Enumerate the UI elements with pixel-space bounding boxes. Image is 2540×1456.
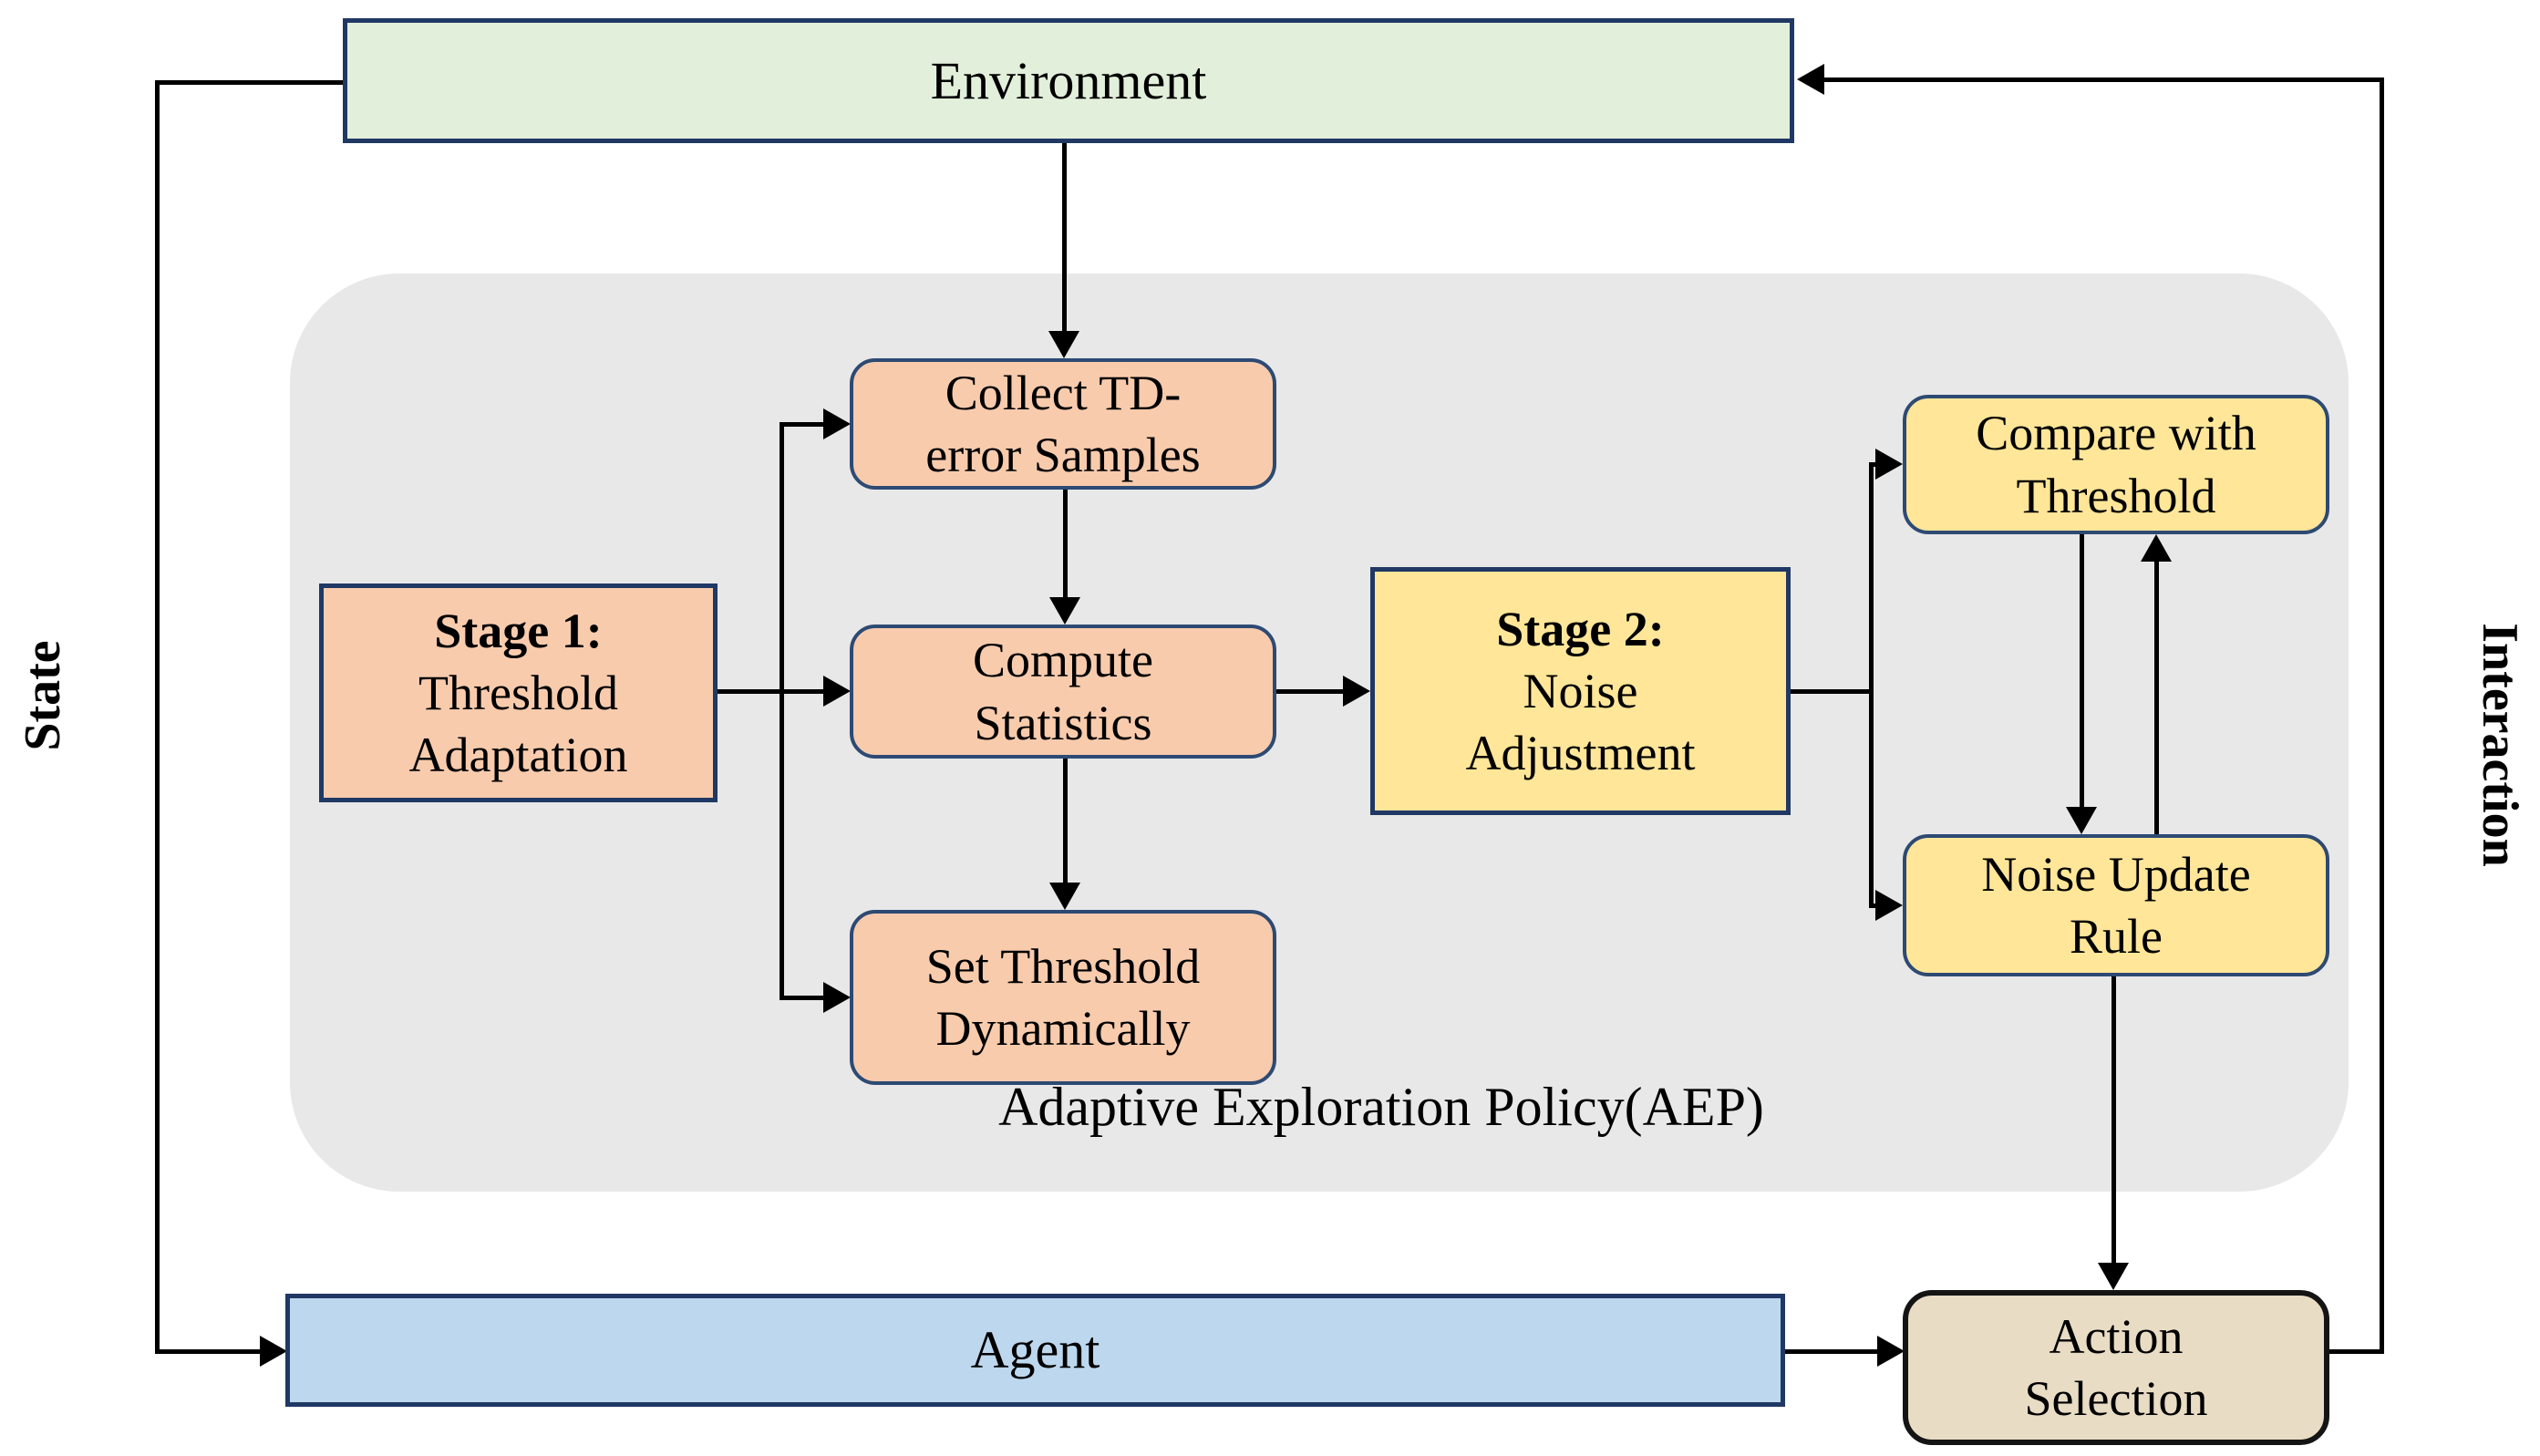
state-label-text: State bbox=[15, 640, 71, 751]
set-threshold-label: Set Threshold Dynamically bbox=[925, 938, 1201, 1056]
arrowhead-into-compute bbox=[823, 676, 851, 707]
edge-branch1-vertical bbox=[780, 422, 784, 1000]
stage2-subtitle: Noise Adjustment bbox=[1465, 663, 1696, 781]
edge-agent-to-action bbox=[1785, 1349, 1880, 1354]
arrowhead-compare-bottom bbox=[2141, 534, 2172, 562]
compute-label: Compute Statistics bbox=[973, 633, 1153, 750]
edge-noise-update-to-action bbox=[2112, 976, 2116, 1265]
edge-branch2-vertical bbox=[1869, 462, 1874, 908]
edge-interaction-vertical bbox=[2380, 77, 2384, 1354]
edge-branch1-top bbox=[780, 422, 825, 427]
interaction-edge-label: Interaction bbox=[2463, 563, 2536, 927]
edge-compute-to-set bbox=[1063, 759, 1068, 886]
arrowhead-collect-top bbox=[1048, 331, 1079, 358]
edge-branch2-top bbox=[1869, 462, 1880, 467]
arrowhead-into-collect bbox=[823, 408, 851, 439]
arrowhead-into-set-threshold bbox=[823, 982, 851, 1013]
agent-label: Agent bbox=[970, 1320, 1100, 1380]
arrowhead-into-stage2 bbox=[1343, 676, 1370, 707]
node-stage2: Stage 2: Noise Adjustment bbox=[1370, 567, 1791, 815]
node-set-threshold: Set Threshold Dynamically bbox=[850, 910, 1276, 1085]
arrowhead-action-top bbox=[2098, 1263, 2129, 1290]
node-noise-update-rule: Noise Update Rule bbox=[1903, 834, 2329, 976]
edge-state-top bbox=[155, 80, 346, 85]
edge-state-bottom bbox=[155, 1349, 264, 1354]
action-selection-label: Action Selection bbox=[2024, 1308, 2208, 1426]
arrowhead-compute-top bbox=[1049, 597, 1080, 625]
collect-label: Collect TD- error Samples bbox=[925, 365, 1201, 482]
node-stage1: Stage 1: Threshold Adaptation bbox=[319, 583, 718, 802]
edge-compute-to-stage2 bbox=[1276, 689, 1346, 694]
stage1-subtitle: Threshold Adaptation bbox=[408, 665, 628, 783]
edge-branch1-bottom bbox=[780, 996, 825, 1000]
arrowhead-into-noise-update bbox=[1875, 890, 1903, 921]
node-agent: Agent bbox=[285, 1294, 1785, 1407]
edge-noise-update-up bbox=[2154, 558, 2159, 834]
arrowhead-into-compare bbox=[1875, 449, 1903, 480]
arrowhead-into-agent bbox=[260, 1336, 287, 1367]
noise-update-label: Noise Update Rule bbox=[1981, 846, 2251, 964]
node-action-selection: Action Selection bbox=[1903, 1290, 2329, 1445]
node-compute-statistics: Compute Statistics bbox=[850, 625, 1276, 759]
edge-compare-down bbox=[2080, 534, 2084, 808]
edge-stage1-out bbox=[718, 689, 825, 694]
arrowhead-into-environment bbox=[1797, 64, 1824, 95]
node-collect-td-error: Collect TD- error Samples bbox=[850, 358, 1276, 490]
stage1-title: Stage 1: bbox=[434, 603, 603, 658]
edge-interaction-top bbox=[1822, 77, 2384, 82]
aep-container-label: Adaptive Exploration Policy(AEP) bbox=[998, 1077, 1764, 1137]
edge-state-vertical bbox=[155, 80, 160, 1354]
stage2-title: Stage 2: bbox=[1496, 601, 1665, 656]
node-compare-threshold: Compare with Threshold bbox=[1903, 395, 2329, 534]
edge-stage2-out bbox=[1791, 689, 1874, 694]
arrowhead-into-action bbox=[1877, 1336, 1905, 1367]
arrowhead-noise-update-top bbox=[2066, 807, 2097, 834]
interaction-label-text: Interaction bbox=[2472, 623, 2528, 867]
edge-interaction-bottom bbox=[2328, 1349, 2384, 1354]
node-environment: Environment bbox=[343, 18, 1794, 143]
environment-label: Environment bbox=[930, 50, 1207, 110]
compare-label: Compare with Threshold bbox=[1976, 406, 2256, 523]
arrowhead-set-top bbox=[1049, 883, 1080, 910]
edge-env-to-collect bbox=[1062, 143, 1067, 335]
edge-collect-to-compute bbox=[1063, 490, 1068, 601]
state-edge-label: State bbox=[6, 559, 79, 832]
edge-branch2-bottom bbox=[1869, 904, 1880, 908]
